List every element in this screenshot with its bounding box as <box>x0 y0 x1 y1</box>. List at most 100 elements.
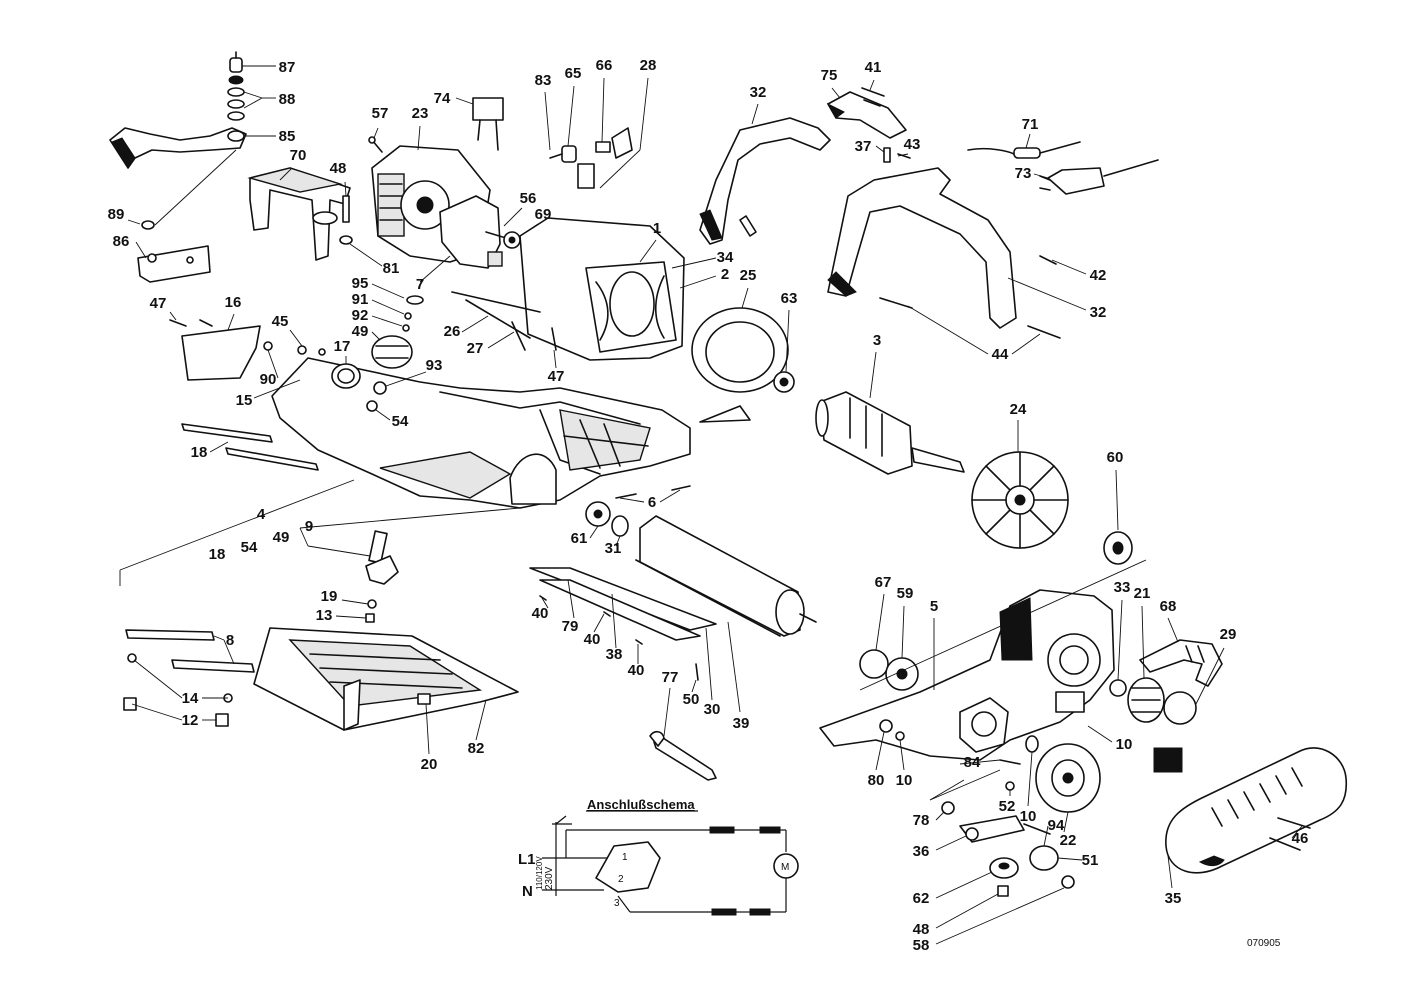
part-label-56: 56 <box>520 190 537 207</box>
part-37-43-pins <box>883 147 911 163</box>
part-label-32: 32 <box>750 84 767 101</box>
part-40-79-38-blade-parts <box>529 567 717 645</box>
part-label-25: 25 <box>740 267 757 284</box>
part-label-51: 51 <box>1082 852 1099 869</box>
part-93-54-nut <box>366 381 387 412</box>
part-7-brush-holder <box>439 195 503 269</box>
part-label-44: 44 <box>992 346 1009 363</box>
part-label-13: 13 <box>316 607 333 624</box>
part-label-15: 15 <box>236 392 253 409</box>
part-label-16: 16 <box>225 294 242 311</box>
part-label-30: 30 <box>704 701 721 718</box>
part-label-63: 63 <box>781 290 798 307</box>
part-label-69: 69 <box>535 206 552 223</box>
part-89-washer <box>141 220 155 230</box>
part-label-79: 79 <box>562 618 579 635</box>
part-32-front-handle <box>827 167 1017 329</box>
part-label-39: 39 <box>733 715 750 732</box>
part-87-knob-screw <box>229 51 243 73</box>
part-78-washer <box>941 801 955 815</box>
part-label-21: 21 <box>1134 585 1151 602</box>
part-14-12-screws <box>123 653 233 727</box>
part-label-6: 6 <box>648 494 656 511</box>
part-5-gear-housing <box>819 589 1115 761</box>
part-label-33: 33 <box>1114 579 1131 596</box>
part-label-plate <box>1153 747 1183 773</box>
part-label-37: 37 <box>855 138 872 155</box>
part-label-23: 23 <box>412 105 429 122</box>
terminal-3: 3 <box>614 898 620 909</box>
part-label-88: 88 <box>279 91 296 108</box>
part-label-80: 80 <box>868 772 885 789</box>
part-49-knob <box>371 335 413 369</box>
part-label-61: 61 <box>571 530 588 547</box>
part-label-40c: 40 <box>628 662 645 679</box>
part-label-62: 62 <box>913 890 930 907</box>
part-46-screws <box>1269 817 1311 851</box>
part-6-pins <box>615 485 691 499</box>
part-51-knob <box>1029 845 1075 889</box>
part-label-1: 1 <box>653 220 661 237</box>
part-label-50: 50 <box>683 691 700 708</box>
part-label-2: 2 <box>721 266 729 283</box>
part-88-washer-stack <box>227 75 245 121</box>
part-label-31: 31 <box>605 540 622 557</box>
part-95-91-92-washers <box>402 295 424 332</box>
part-47-screw <box>551 327 557 351</box>
part-label-5: 5 <box>930 598 938 615</box>
part-label-27: 27 <box>467 340 484 357</box>
part-label-48: 48 <box>330 160 347 177</box>
part-label-57: 57 <box>372 105 389 122</box>
part-label-65: 65 <box>565 65 582 82</box>
part-label-83: 83 <box>535 72 552 89</box>
terminal-2: 2 <box>618 874 624 885</box>
part-label-95: 95 <box>352 275 369 292</box>
part-68-belt <box>1139 639 1223 687</box>
part-28-terminal <box>611 127 633 159</box>
part-66-contact <box>595 141 611 153</box>
part-label-60: 60 <box>1107 449 1124 466</box>
part-label-71: 71 <box>1022 116 1039 133</box>
part-label-94: 94 <box>1048 817 1065 834</box>
part-1-motor-stator <box>519 217 685 361</box>
part-label-77: 77 <box>662 669 679 686</box>
part-label-10b: 10 <box>896 772 913 789</box>
part-label-74: 74 <box>434 90 451 107</box>
part-73-plug <box>1039 159 1159 195</box>
part-label-75: 75 <box>821 67 838 84</box>
part-label-70: 70 <box>290 147 307 164</box>
part-42-44-screws <box>879 255 1061 339</box>
part-label-3: 3 <box>873 332 881 349</box>
part-label-24: 24 <box>1010 401 1027 418</box>
part-69-bearing <box>503 231 521 249</box>
part-32-rear-handle <box>699 117 831 245</box>
part-label-17: 17 <box>334 338 351 355</box>
part-18-blades <box>181 423 319 471</box>
part-label-81: 81 <box>383 260 400 277</box>
part-label-34: 34 <box>717 249 734 266</box>
part-60-bearing <box>1103 531 1133 565</box>
part-label-40b: 40 <box>584 631 601 648</box>
part-label-92: 92 <box>352 307 369 324</box>
part-label-38: 38 <box>606 646 623 663</box>
part-22-gear <box>1035 743 1101 813</box>
part-50-screw <box>695 663 699 681</box>
part-61-31-bearings <box>585 501 629 537</box>
part-label-47b: 47 <box>548 368 565 385</box>
part-label-93: 93 <box>426 357 443 374</box>
part-label-14: 14 <box>182 690 199 707</box>
part-63-bushing <box>773 371 795 393</box>
part-label-54b: 54 <box>241 539 258 556</box>
part-label-87: 87 <box>279 59 296 76</box>
part-label-90: 90 <box>260 371 277 388</box>
part-84-94-screws <box>999 735 1039 791</box>
part-label-49b: 49 <box>273 529 290 546</box>
part-label-89: 89 <box>108 206 125 223</box>
part-26-27-rods <box>451 291 541 351</box>
part-45-17-90-15-fasteners <box>263 341 361 389</box>
part-label-35: 35 <box>1165 890 1182 907</box>
part-label-43: 43 <box>904 136 921 153</box>
part-41-screws <box>861 87 885 107</box>
schema-title: Anschlußschema <box>587 797 695 812</box>
